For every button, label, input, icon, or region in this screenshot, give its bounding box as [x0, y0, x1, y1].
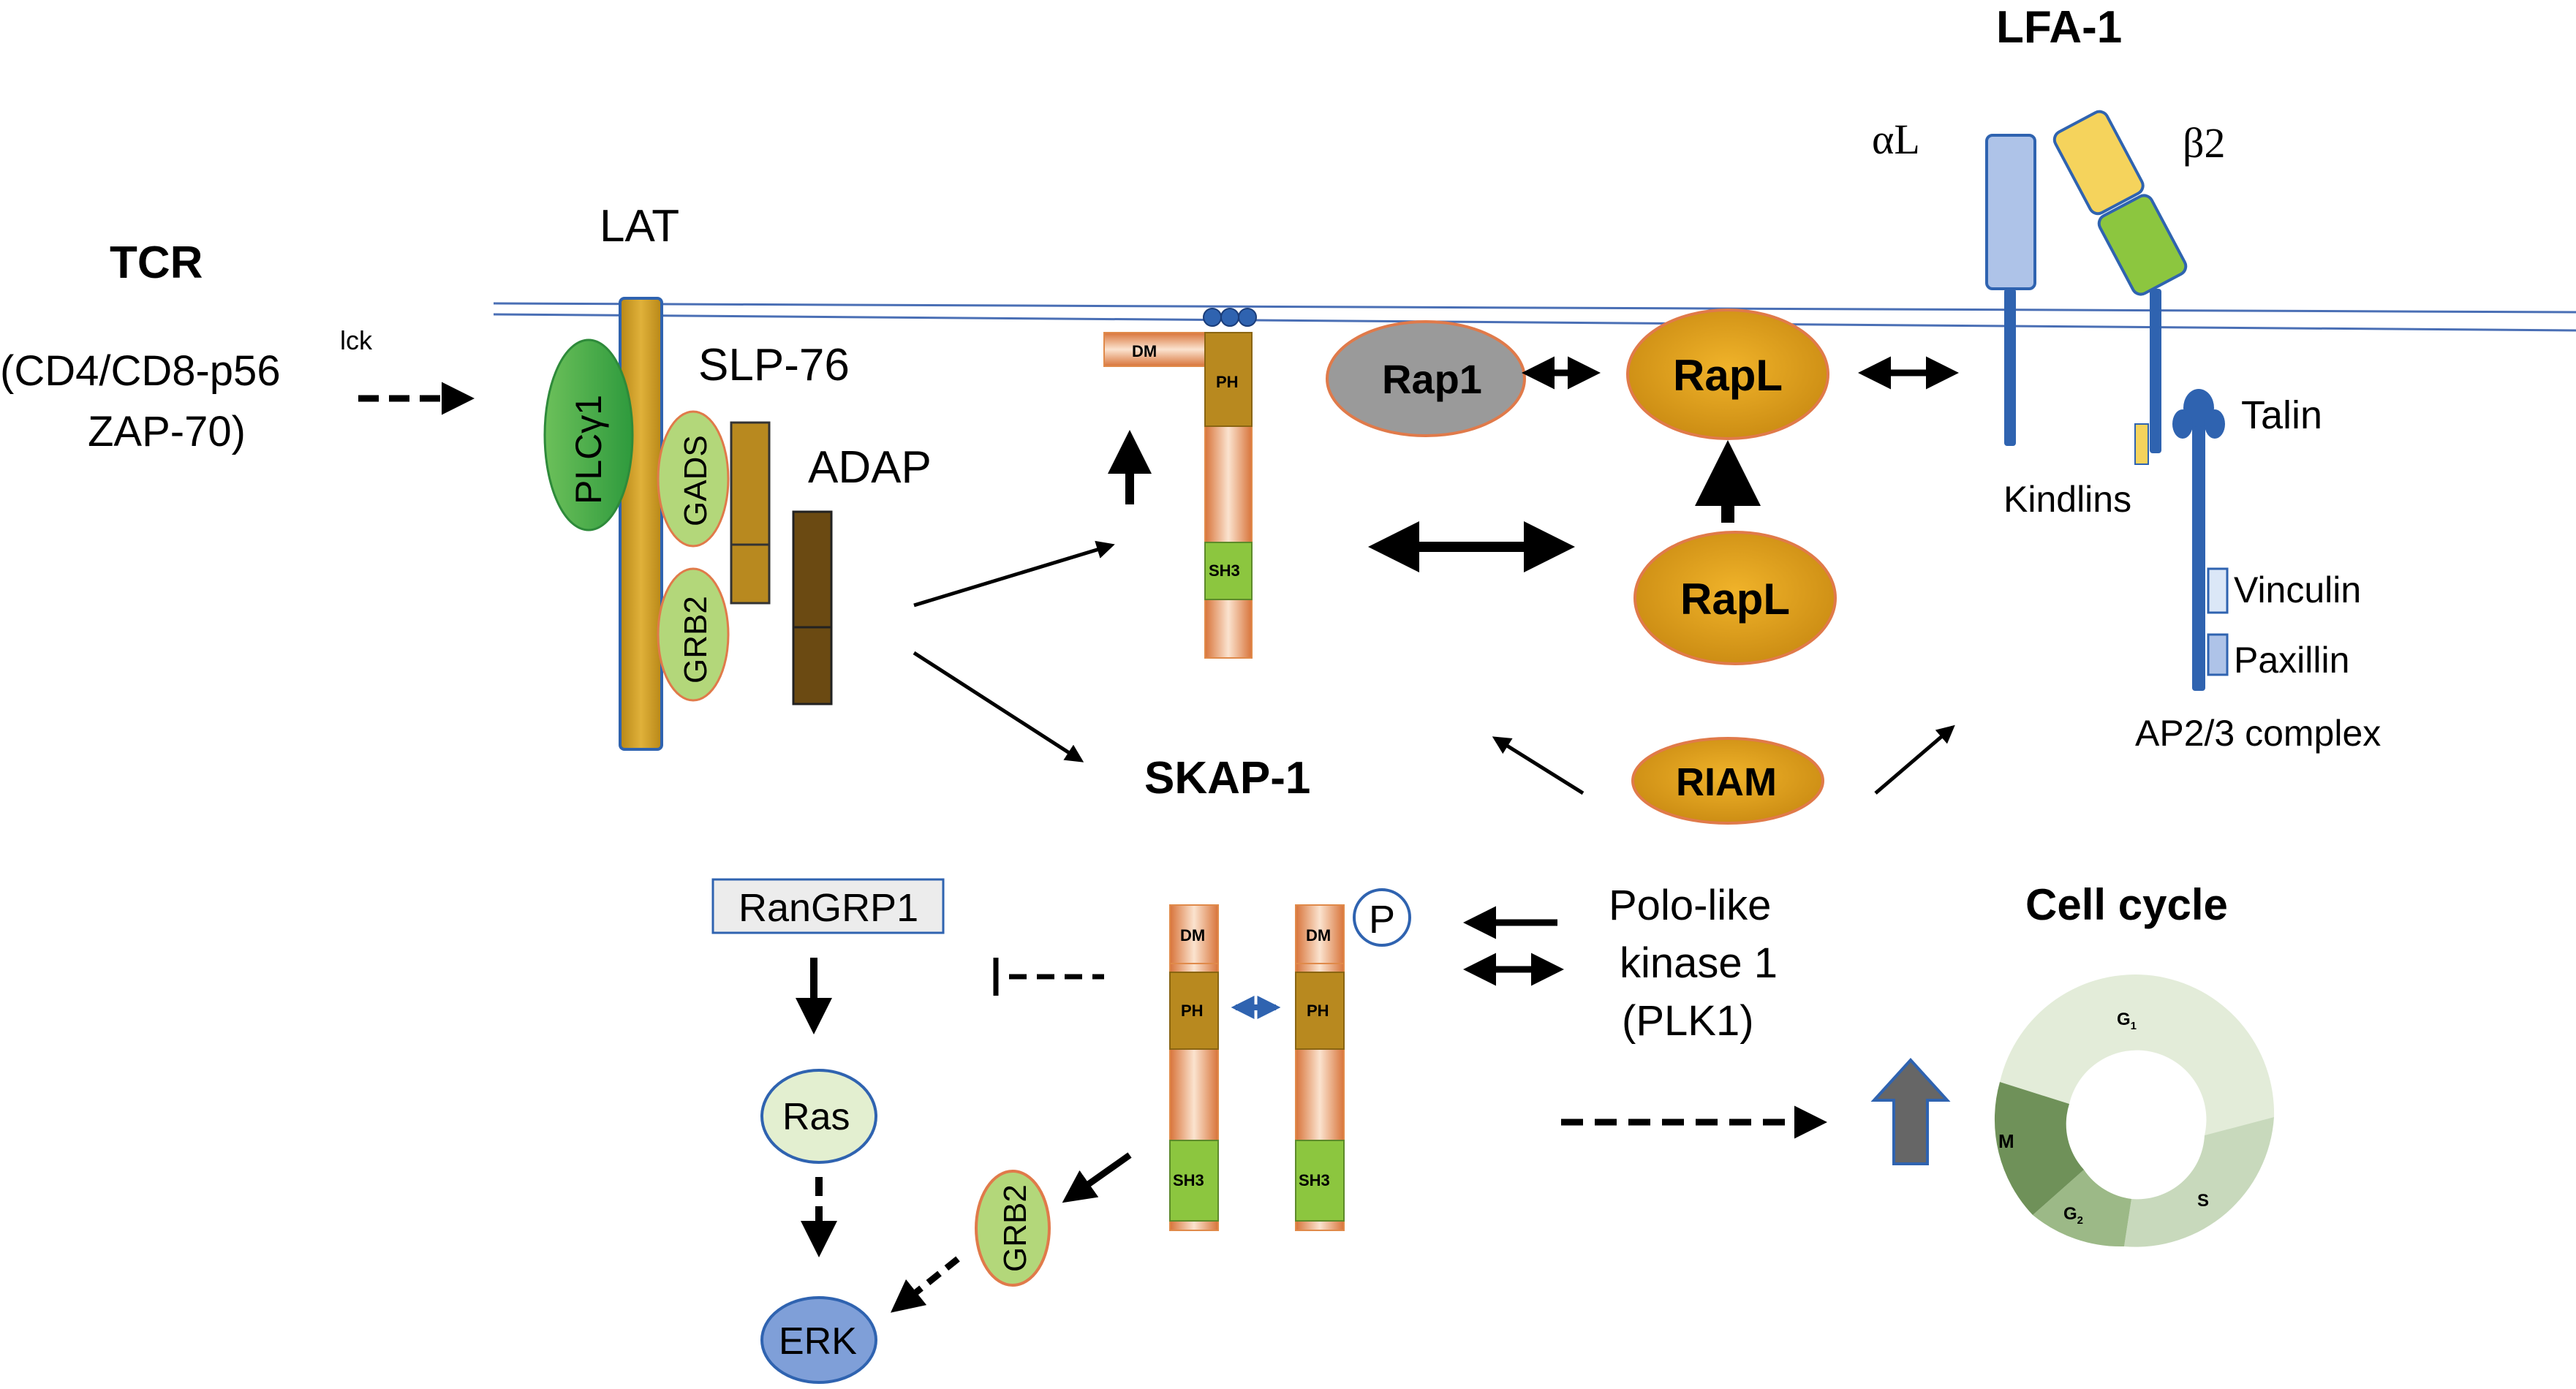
plk1-label-line3: (PLK1) — [1622, 997, 1754, 1045]
beta2-head — [2052, 110, 2145, 216]
lipid-bead-icon — [1238, 308, 1257, 327]
lipid-bead-icon — [1203, 308, 1222, 327]
cell-cycle-ring: G1 S G2 M — [1994, 974, 2275, 1247]
tcr-label: TCR — [110, 238, 203, 288]
slp76-label: SLP-76 — [698, 340, 850, 390]
ph-label: PH — [1307, 1002, 1329, 1020]
sh3-label: SH3 — [1173, 1171, 1204, 1189]
skap1-sh3-label: SH3 — [1209, 561, 1240, 580]
ap23-complex-label: AP2/3 complex — [2135, 713, 2381, 754]
kindlin-protein — [2134, 423, 2149, 465]
adap-label: ADAP — [808, 442, 932, 493]
plcg1-label: PLCγ1 — [568, 395, 609, 504]
tcr-components-line1: (CD4/CD8-p56 — [0, 347, 281, 395]
skap1-ph-domain — [1204, 332, 1253, 427]
skap1-ph-label: PH — [1216, 373, 1239, 391]
ras-protein — [760, 1069, 877, 1164]
dm-label: DM — [1180, 926, 1205, 945]
vinculin-label: Vinculin — [2234, 569, 2361, 610]
skap1-membrane-form: DM PH SH3 — [1103, 308, 1257, 659]
phosphorylation-label: P — [1369, 898, 1395, 942]
skap1-sh3-domain — [1204, 542, 1253, 600]
skap1-to-grb2-arrow — [1062, 1152, 1132, 1203]
adap-to-skap1-arrow — [913, 651, 1084, 762]
kindlins-label: Kindlins — [2003, 479, 2131, 520]
slp76-protein-top — [730, 421, 771, 546]
plk1-label-line2: kinase 1 — [1620, 939, 1778, 987]
skap1-cytosolic-right: DM PH SH3 — [1295, 904, 1345, 1231]
paxillin-label: Paxillin — [2234, 640, 2349, 681]
beta2-stalk — [2150, 289, 2161, 453]
dm-domain — [1169, 904, 1219, 964]
adap-protein-bottom — [792, 626, 833, 705]
plcg1-protein — [543, 338, 634, 531]
gads-protein — [657, 410, 730, 548]
m-label: M — [1998, 1130, 2014, 1152]
erk-protein — [760, 1296, 877, 1384]
grb2-upper-protein — [657, 567, 730, 702]
plk1-label-line1: Polo-like — [1609, 882, 1771, 929]
beta2-mid — [2097, 194, 2188, 296]
paxillin-protein — [2207, 633, 2229, 676]
alphaL-label: αL — [1872, 116, 1920, 163]
talin-protein — [2172, 389, 2225, 691]
riam-to-skap1-arrow — [1492, 736, 1584, 795]
ph-label: PH — [1181, 1002, 1204, 1020]
rap1-label: Rap1 — [1382, 356, 1482, 402]
sh3-domain — [1295, 1140, 1345, 1222]
lat-protein — [619, 297, 663, 751]
rapl-mid-protein — [1633, 531, 1837, 665]
grb2-to-erk-dashed-arrow — [890, 1256, 960, 1313]
lipid-bead-icon — [1220, 308, 1239, 327]
s-phase-segment — [2124, 1117, 2274, 1247]
rapl-top-label: RapL — [1673, 351, 1783, 400]
gads-label: GADS — [678, 435, 714, 526]
talin-label: Talin — [2241, 393, 2322, 437]
ph-domain — [1295, 972, 1345, 1050]
beta2-label: β2 — [2183, 119, 2226, 167]
g2-phase-segment — [2033, 1170, 2131, 1247]
s-label: S — [2197, 1191, 2209, 1211]
grb2-upper-label: GRB2 — [678, 596, 714, 684]
g1-phase-segment — [2000, 974, 2275, 1135]
g1-label: G1 — [2117, 1010, 2137, 1032]
riam-protein — [1631, 737, 1824, 825]
grb2-lower-label: GRB2 — [997, 1184, 1033, 1272]
plasma-membrane — [493, 302, 2576, 332]
sh3-label: SH3 — [1299, 1171, 1330, 1189]
phosphorylation-badge — [1353, 888, 1411, 947]
sh3-domain — [1169, 1140, 1219, 1222]
tcr-lck-superscript: lck — [340, 325, 373, 355]
slp76-protein-bottom — [730, 543, 771, 605]
adap-to-membrane-skap-arrow — [913, 540, 1115, 608]
rapl-top-protein — [1626, 309, 1829, 440]
ph-domain — [1169, 972, 1219, 1050]
dm-label: DM — [1306, 926, 1331, 945]
tcr-components-line2: ZAP-70) — [88, 408, 246, 455]
lfa1-label: LFA-1 — [1996, 2, 2122, 53]
skap1-dm-label: DM — [1132, 342, 1157, 360]
vinculin-protein — [2207, 567, 2229, 614]
alphaL-stalk — [2004, 289, 2016, 446]
rangrp1-box — [711, 878, 945, 934]
riam-to-talin-arrow — [1874, 724, 1955, 795]
cell-cycle-label: Cell cycle — [2025, 880, 2228, 929]
m-phase-segment — [1994, 1082, 2084, 1215]
ras-label: Ras — [782, 1096, 850, 1138]
lat-label: LAT — [600, 201, 679, 251]
skap1-cytosolic-left: DM PH SH3 — [1169, 904, 1219, 1231]
skap1-label: SKAP-1 — [1144, 753, 1310, 803]
rapl-mid-label: RapL — [1680, 575, 1790, 624]
cell-cycle-up-arrow — [1870, 1058, 1951, 1165]
grb2-lower-protein — [975, 1170, 1051, 1287]
adap-protein-top — [792, 510, 833, 629]
alphaL-head — [1985, 134, 2036, 290]
riam-label: RIAM — [1676, 760, 1777, 804]
dm-domain — [1295, 904, 1345, 964]
erk-label: ERK — [779, 1320, 857, 1363]
g2-label: G2 — [2063, 1204, 2083, 1227]
rangrp1-label: RanGRP1 — [739, 886, 918, 930]
